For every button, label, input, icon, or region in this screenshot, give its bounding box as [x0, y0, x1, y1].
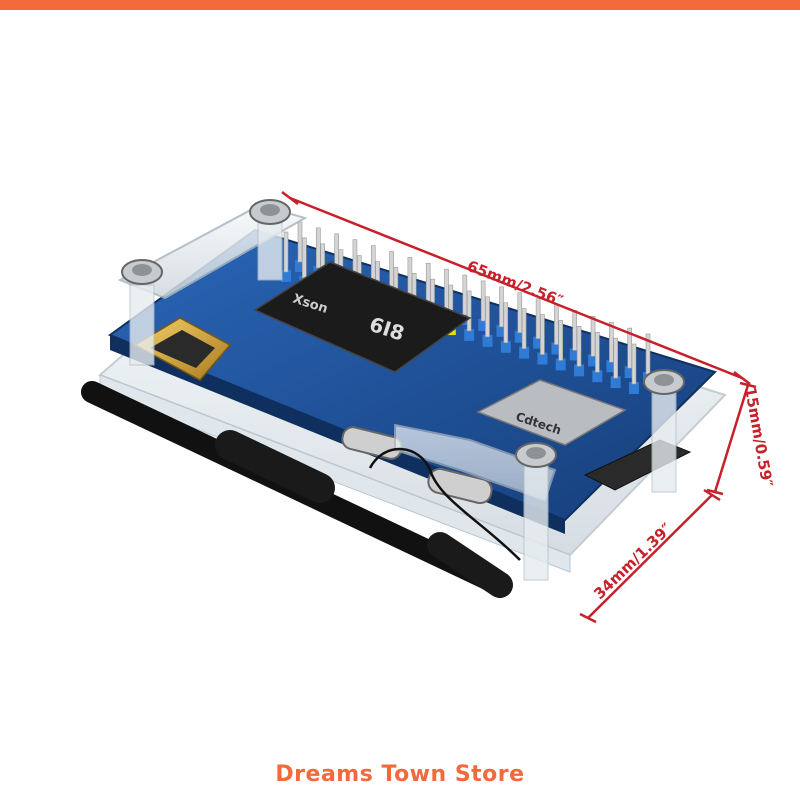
gpio-pin [485, 296, 490, 338]
gpio-pin-base [496, 324, 507, 337]
gpio-pin-base [610, 376, 621, 389]
gpio-pin-base [500, 340, 511, 353]
gpio-pin [558, 320, 564, 361]
screw-right [643, 369, 685, 493]
usb-c-port-2 [427, 467, 493, 505]
gpio-pin-base [482, 334, 493, 347]
gpio-pin-base [624, 366, 635, 379]
gpio-pin [466, 290, 472, 332]
gpio-pin [595, 331, 600, 373]
top-accent-bar [0, 0, 800, 10]
screw-top-back [249, 199, 291, 281]
height-dimension-label: 15mm/0.59″ [741, 386, 776, 489]
gpio-pin [499, 286, 504, 328]
gpio-pin-base [588, 354, 599, 367]
soc-chip [253, 261, 472, 373]
gpio-pin [535, 298, 541, 339]
width-dimension-label: 34mm/1.39″ [590, 519, 676, 603]
gpio-pin [283, 231, 289, 273]
gpio-pin [444, 268, 449, 310]
gpio-pin-base [464, 328, 475, 341]
gpio-pin-base [514, 330, 525, 343]
gpio-pin-base [537, 352, 548, 365]
gpio-pin-base [555, 358, 566, 371]
gpio-pin-base [281, 270, 291, 282]
gpio-pin [631, 343, 637, 385]
gpio-pin-base [569, 348, 580, 361]
gpio-pin [316, 227, 321, 269]
wifi-module [476, 379, 627, 446]
gpio-pin [609, 321, 614, 363]
antenna [81, 381, 513, 598]
gpio-pin [425, 262, 431, 304]
gpio-pin [302, 237, 307, 279]
gpio-pin-base [533, 336, 544, 349]
gpio-pin [540, 314, 545, 355]
dimension-length-line [281, 191, 751, 385]
gpio-pin [462, 274, 468, 316]
store-name: Dreams Town Store [275, 762, 525, 787]
gpio-pin [590, 316, 596, 357]
dimension-width-line [579, 488, 721, 624]
gpio-pin-base [629, 382, 639, 394]
gpio-pin-base [519, 346, 530, 359]
antenna-cable [368, 447, 521, 561]
gpio-pin [407, 257, 413, 298]
gpio-pin [480, 280, 486, 322]
gpio-pin-base [295, 260, 305, 272]
gpio-pin-base [478, 318, 489, 331]
screw-top-left [121, 259, 163, 366]
gpio-pin [517, 292, 523, 334]
gpio-pin-base [574, 364, 585, 377]
gpio-pin [613, 337, 618, 379]
gpio-pin [554, 304, 559, 345]
gpio-pin [503, 302, 509, 344]
gpio-pin-base [551, 342, 562, 355]
gpio-pin-base [592, 370, 603, 383]
gpio-pin-base [606, 360, 617, 373]
gpio-pin [576, 326, 582, 367]
dimension-height-line [706, 381, 757, 496]
gpio-pin [297, 221, 303, 263]
gpio-pin [521, 308, 527, 349]
gpio-pin [572, 310, 578, 351]
screw-front [515, 442, 557, 581]
gpio-pin [627, 327, 632, 369]
